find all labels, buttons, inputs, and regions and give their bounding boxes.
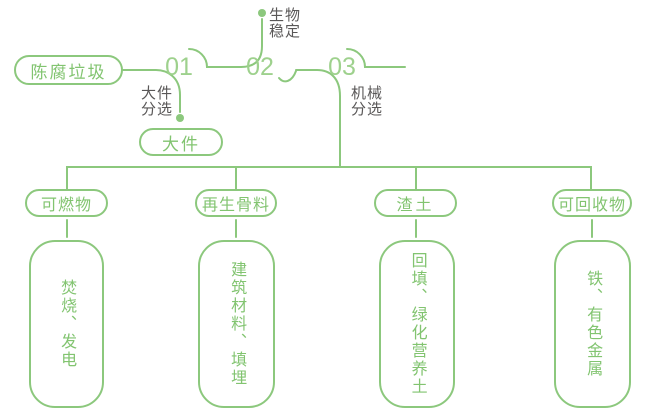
step-label-line: 分选 (141, 101, 174, 118)
category-node-slag: 渣土 (374, 189, 457, 217)
category-node-recyclable: 可回收物 (552, 189, 632, 217)
line-step02-bio-branch (240, 18, 263, 68)
output-box-combustible: 焚烧、发电 (29, 240, 104, 408)
step-label-line: 生物 (269, 7, 302, 24)
output-box-slag: 回填、绿化营养土 (379, 240, 455, 408)
category-label: 渣土 (396, 197, 435, 214)
output-uses: 回填、绿化营养土 (408, 252, 426, 396)
output-box-recyclable: 铁、有色金属 (554, 240, 631, 408)
step-number-02: 02 (246, 53, 274, 81)
category-label: 可燃物 (40, 197, 92, 214)
category-node-combustible: 可燃物 (25, 189, 108, 217)
step-label-line: 大件 (141, 85, 174, 102)
distributor-line (66, 166, 592, 190)
line-source-to-step01 (122, 69, 181, 113)
step-label-bulky-sorting: 大件 分选 (141, 86, 173, 118)
step-number-03: 03 (328, 53, 356, 81)
output-uses: 焚烧、发电 (58, 279, 76, 369)
source-node-label: 陈腐垃圾 (30, 62, 107, 82)
arc-step01-exit (188, 48, 242, 68)
category-label: 可回收物 (557, 197, 626, 214)
source-node: 陈腐垃圾 (14, 55, 123, 85)
step-label-line: 机械 (351, 85, 384, 102)
step-label-line: 分选 (351, 101, 384, 118)
arc-step03-exit (346, 48, 406, 68)
step-label-bio-stabilization: 生物 稳定 (269, 8, 301, 40)
bulky-branch-dot (176, 114, 184, 122)
category-node-recycled-aggregate: 再生骨料 (195, 189, 277, 217)
step-label-mechanical-sorting: 机械 分选 (351, 86, 383, 118)
output-uses: 建筑材料、填埋 (228, 261, 246, 387)
bio-branch-dot (258, 9, 266, 17)
category-label: 再生骨料 (201, 197, 270, 214)
step-label-line: 稳定 (269, 23, 302, 40)
bulky-item-label: 大件 (162, 134, 200, 154)
output-box-recycled-aggregate: 建筑材料、填埋 (198, 240, 275, 408)
step-number-01: 01 (165, 53, 193, 81)
line-step02-to-step03-drop (295, 69, 341, 167)
output-uses: 铁、有色金属 (584, 270, 602, 378)
bulky-item-node: 大件 (139, 128, 223, 156)
swash-step02-exit (278, 70, 297, 83)
